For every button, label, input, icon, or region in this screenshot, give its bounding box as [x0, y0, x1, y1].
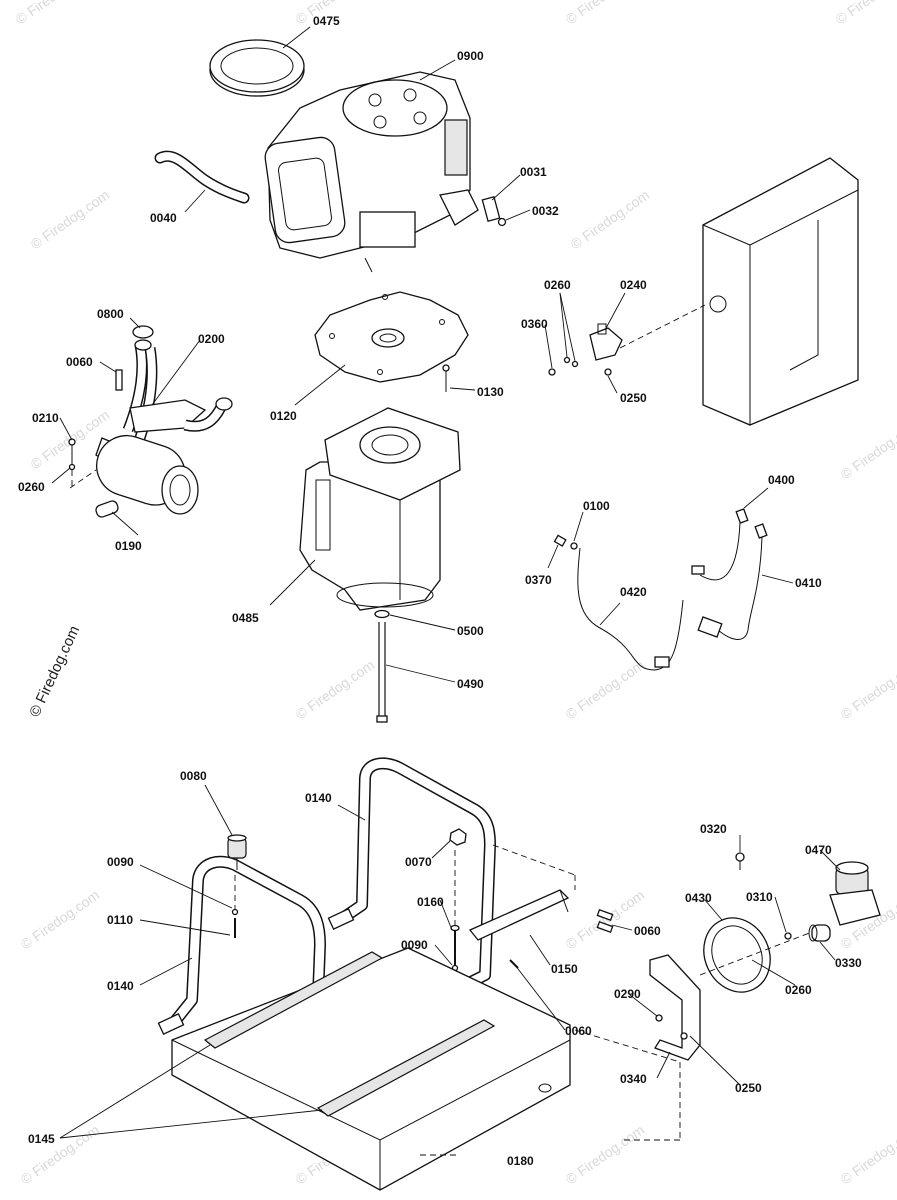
engine-0900 [264, 71, 479, 273]
watermark: © Firedog.com [563, 1122, 648, 1188]
label-0400: 0400 [768, 473, 795, 487]
watermark: © Firedog.com [833, 0, 897, 27]
label-0900: 0900 [457, 49, 484, 63]
label-0260: 0260 [18, 480, 45, 494]
watermark: © Firedog.com [568, 187, 653, 253]
watermark: © Firedog.com [13, 0, 98, 27]
watermark: © Firedog.com [563, 657, 648, 723]
exhaust-pipe-0200 [122, 325, 233, 440]
label-0260: 0260 [544, 278, 571, 292]
label-0320: 0320 [700, 822, 727, 836]
watermark: © Firedog.com [838, 417, 897, 483]
label-0140: 0140 [305, 791, 332, 805]
bracket-0031 [481, 196, 507, 227]
ring-gasket-0475 [209, 39, 305, 97]
hose-0040 [154, 150, 250, 204]
label-0190: 0190 [115, 539, 142, 553]
part-labels: 0475 0900 0040 0031 0032 0800 0200 0060 … [18, 14, 862, 1168]
label-0475: 0475 [313, 14, 340, 28]
label-0200: 0200 [198, 332, 225, 346]
label-0090: 0090 [107, 855, 134, 869]
through-bolt-0490 [374, 609, 390, 723]
label-0130: 0130 [477, 385, 504, 399]
label-0100: 0100 [583, 499, 610, 513]
label-0490: 0490 [457, 677, 484, 691]
label-0370: 0370 [525, 573, 552, 587]
label-0060: 0060 [66, 355, 93, 369]
label-0250: 0250 [620, 391, 647, 405]
label-0310: 0310 [746, 890, 773, 904]
rail-0145-a [203, 951, 384, 1049]
label-0360: 0360 [521, 317, 548, 331]
watermark-main: © Firedog.com [26, 623, 83, 720]
label-0060: 0060 [565, 1024, 592, 1038]
watermark: © Firedog.com [18, 887, 103, 953]
label-0040: 0040 [150, 211, 177, 225]
label-0210: 0210 [32, 411, 59, 425]
label-0250: 0250 [735, 1081, 762, 1095]
bracket-0340 [649, 954, 701, 1061]
muffler-0190 [68, 369, 199, 518]
label-0500: 0500 [457, 624, 484, 638]
rail-0145-b [316, 1019, 496, 1117]
label-0032: 0032 [532, 204, 559, 218]
watermark: © Firedog.com [293, 657, 378, 723]
enclosure-panel [702, 157, 859, 426]
label-0150: 0150 [551, 962, 578, 976]
adapter-plate-0120 [314, 291, 469, 392]
label-0070: 0070 [405, 855, 432, 869]
label-0031: 0031 [520, 165, 547, 179]
label-0485: 0485 [232, 611, 259, 625]
label-0260: 0260 [785, 983, 812, 997]
fasteners [449, 828, 614, 972]
solenoid-valve-0470 [808, 861, 881, 942]
wire-harness-0420 [553, 534, 684, 671]
label-0800: 0800 [97, 307, 124, 321]
label-0160: 0160 [417, 895, 444, 909]
label-0330: 0330 [835, 956, 862, 970]
watermark: © Firedog.com [563, 887, 648, 953]
label-0120: 0120 [270, 409, 297, 423]
wire-harness-0410 [691, 508, 768, 640]
label-0145: 0145 [28, 1132, 55, 1146]
label-0240: 0240 [620, 278, 647, 292]
alternator-0485 [299, 407, 461, 611]
label-0410: 0410 [795, 576, 822, 590]
leader-lines [51, 26, 841, 1139]
label-0340: 0340 [620, 1072, 647, 1086]
isolator-mount-0080 [227, 834, 247, 938]
label-0430: 0430 [685, 891, 712, 905]
assembly-lines [69, 304, 813, 1156]
frame-tube-0140-left [157, 855, 326, 1102]
watermark: © Firedog.com [28, 187, 113, 253]
switch-0240 [548, 323, 623, 376]
label-0290: 0290 [614, 987, 641, 1001]
label-0060: 0060 [634, 924, 661, 938]
label-0470: 0470 [805, 843, 832, 857]
label-0080: 0080 [180, 769, 207, 783]
label-0180: 0180 [507, 1154, 534, 1168]
label-0110: 0110 [107, 913, 133, 927]
watermark: © Firedog.com [563, 0, 648, 27]
label-0420: 0420 [620, 585, 647, 599]
cross-bar-0150 [468, 889, 570, 941]
label-0140: 0140 [107, 979, 134, 993]
label-0090: 0090 [401, 938, 428, 952]
regulator-0430 [703, 852, 792, 993]
watermark: © Firedog.com [838, 657, 897, 723]
watermark: © Firedog.com [838, 1122, 897, 1188]
